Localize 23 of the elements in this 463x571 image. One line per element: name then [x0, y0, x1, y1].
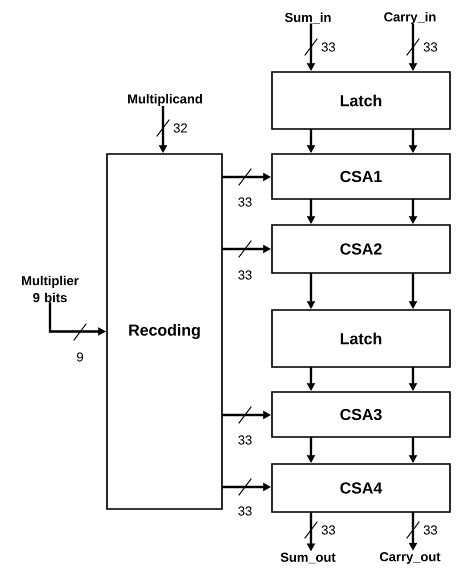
block-box: Latch — [271, 309, 451, 368]
signal-name: Carry_in — [384, 12, 436, 24]
block-box: CSA2 — [271, 224, 451, 274]
signal-name: Multiplier 9 bits — [22, 276, 79, 302]
bus-width: 33 — [238, 197, 252, 207]
bus-width: 32 — [174, 123, 187, 133]
signal-name: Sum_in — [284, 12, 331, 24]
bus-width: 33 — [322, 525, 336, 535]
bus-width: 33 — [238, 270, 252, 280]
bus-width: 33 — [424, 525, 438, 535]
block-box: CSA3 — [271, 391, 451, 438]
bus-width: 33 — [424, 42, 438, 52]
bus-width: 33 — [238, 435, 252, 445]
block-box: CSA1 — [271, 153, 451, 200]
block-box: CSA4 — [271, 463, 451, 513]
bus-width: 33 — [322, 42, 336, 52]
bus-width: 33 — [238, 506, 252, 516]
bus-width: 9 — [77, 352, 83, 362]
signal-name: Carry_out — [380, 552, 440, 564]
signal-name: Sum_out — [280, 552, 336, 564]
block-box: Recoding — [106, 153, 223, 510]
signal-name: Multiplicand — [128, 94, 202, 106]
block-box: Latch — [271, 71, 451, 130]
